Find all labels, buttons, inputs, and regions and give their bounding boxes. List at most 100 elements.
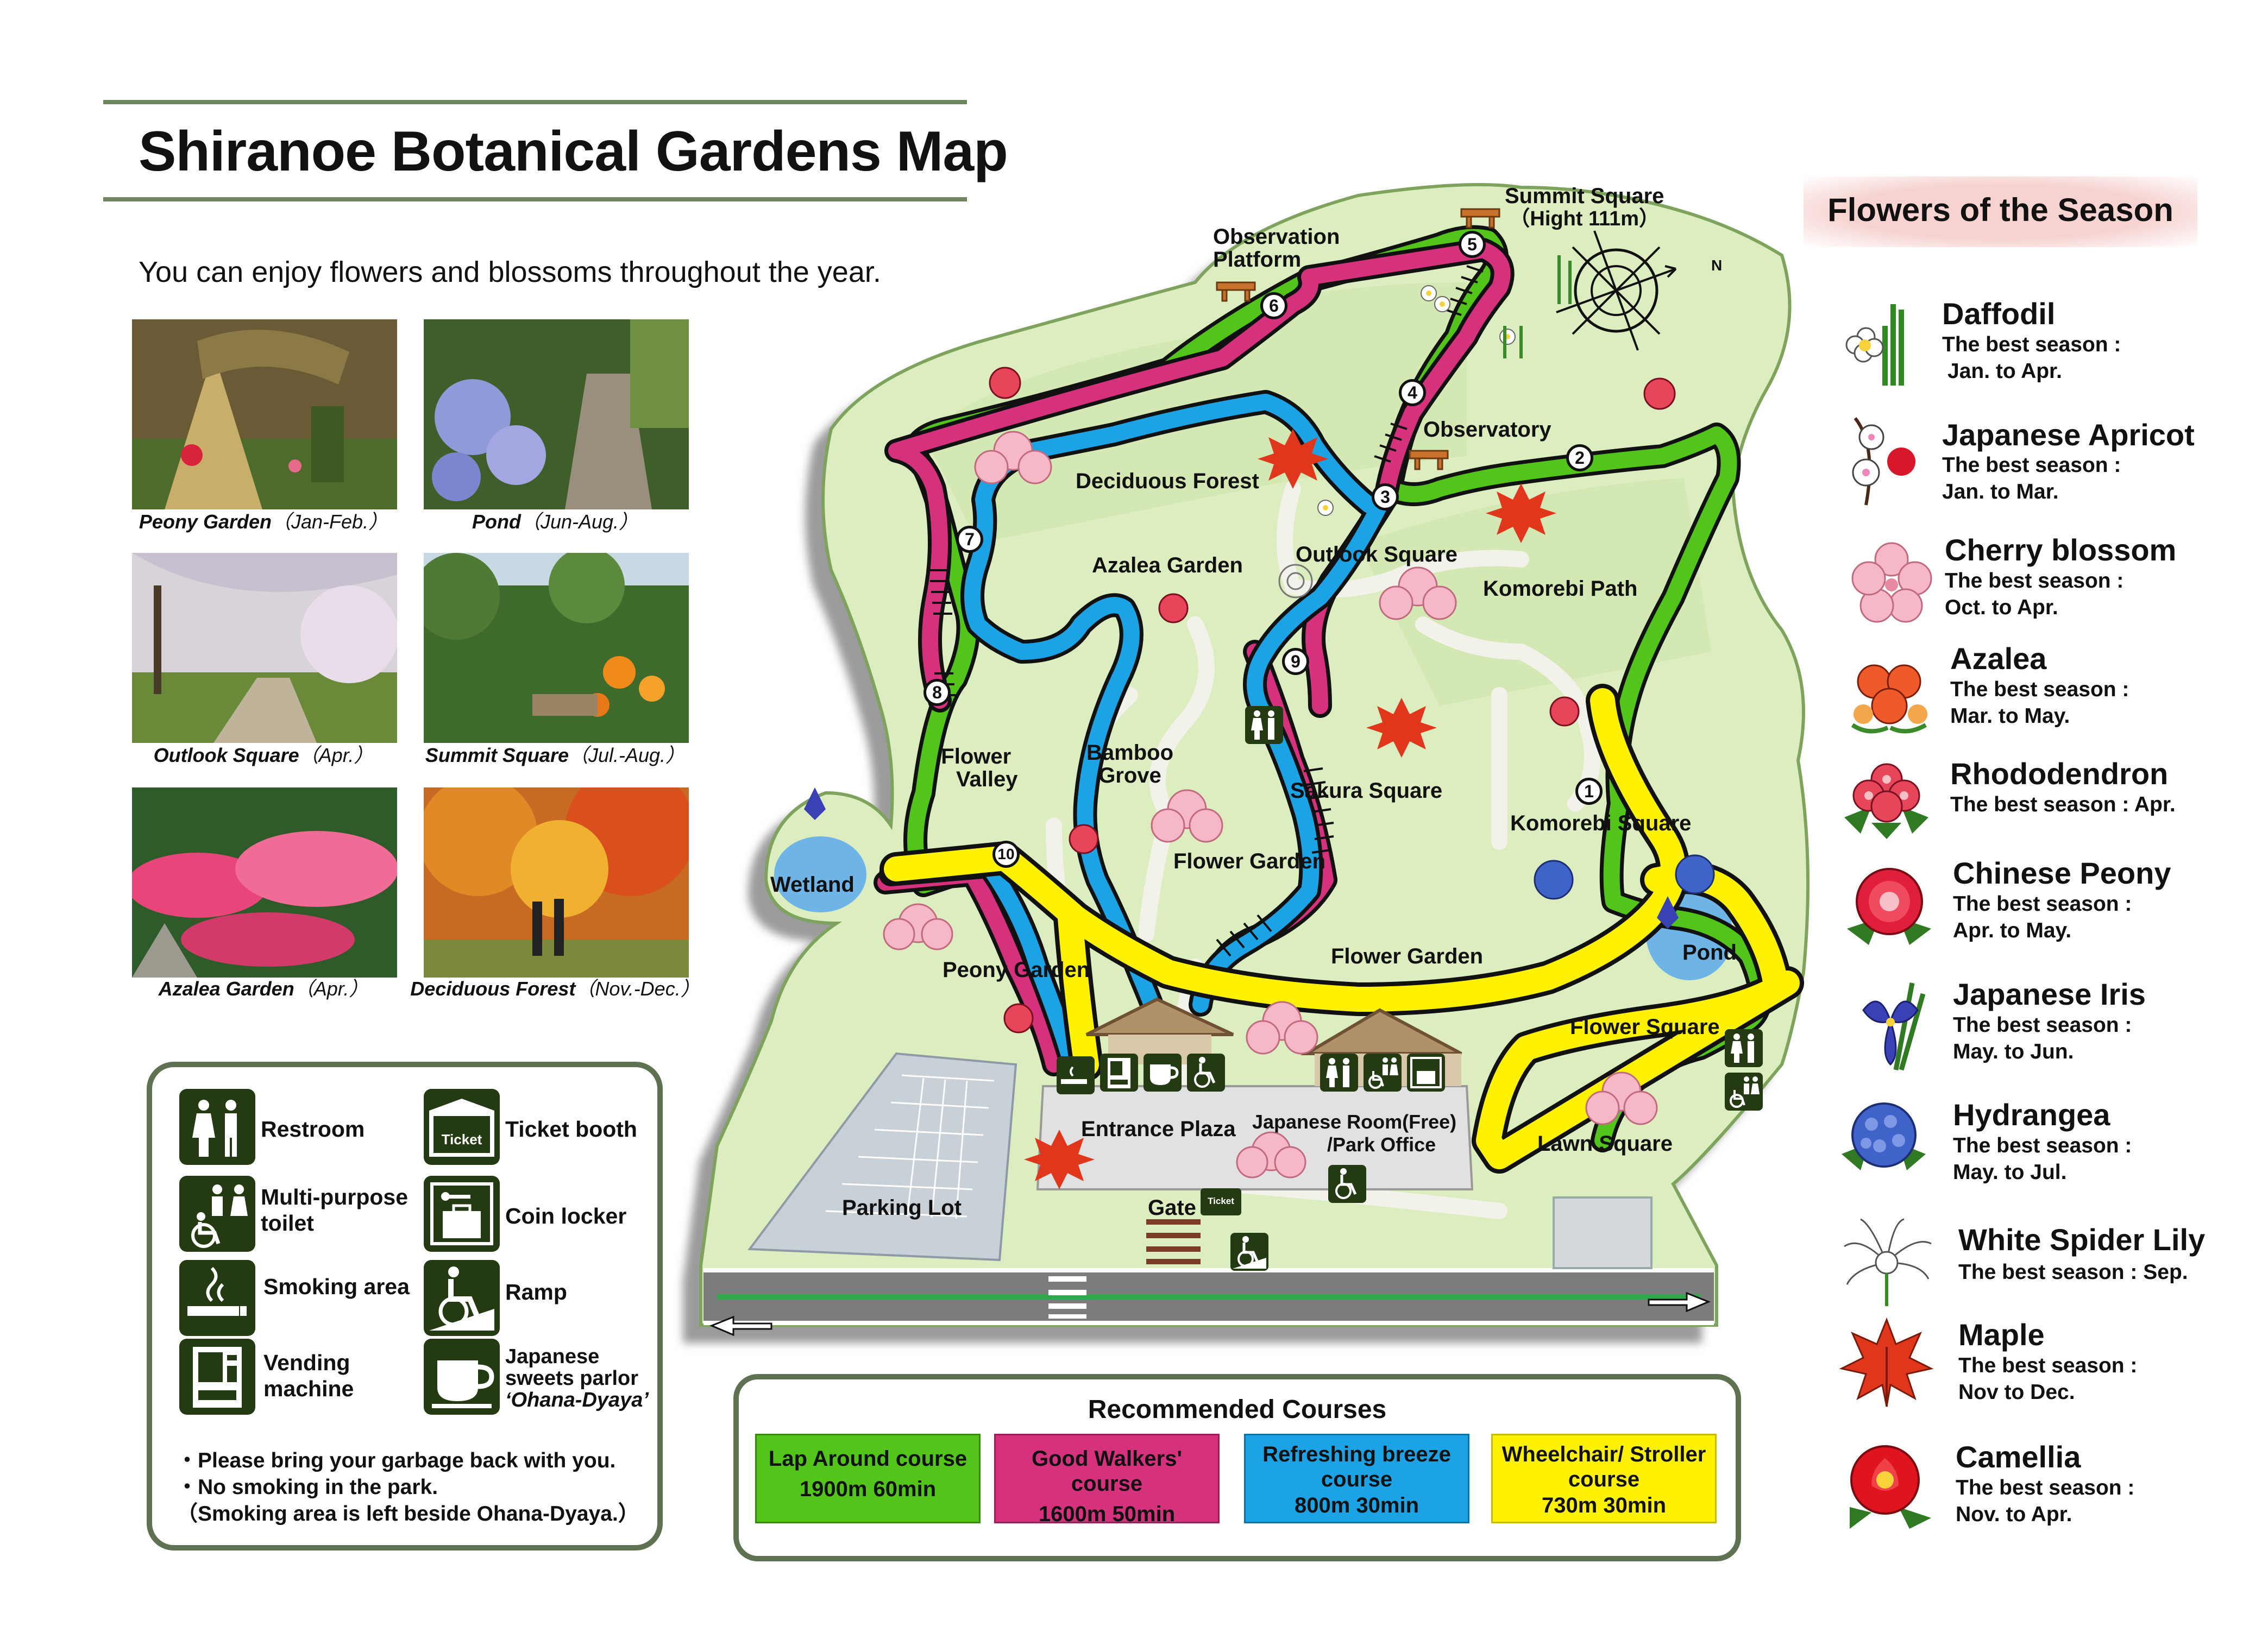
vending-machine-icon — [179, 1339, 255, 1415]
label-summit-square[interactable]: Summit Square（Hight 111m） — [1505, 184, 1664, 230]
flower-name: Azalea — [1950, 641, 2047, 676]
restroom-icon — [179, 1089, 255, 1165]
photo-caption: Deciduous Forest（Nov.-Dec.） — [410, 978, 700, 1000]
compass-north: N — [1711, 257, 1723, 274]
smoking-area-icon — [1057, 1056, 1095, 1094]
label-flower-garden-lower[interactable]: Flower Garden — [1331, 944, 1484, 968]
flower-name: Japanese Apricot — [1942, 418, 2195, 452]
photo-azalea-garden — [132, 787, 397, 978]
notice-smoking-area: （Smoking area is left beside Ohana-Dyaya… — [177, 1502, 639, 1526]
label-outlook-square[interactable]: Outlook Square — [1296, 543, 1457, 566]
legend-ramp-label: Ramp — [505, 1280, 567, 1304]
flower-name: Hydrangea — [1953, 1098, 2110, 1132]
flower-name: Daffodil — [1942, 297, 2056, 331]
summit-bench — [1460, 208, 1500, 218]
label-japanese-room[interactable]: Japanese Room(Free)/Park Office — [1252, 1111, 1457, 1156]
flower-name: Maple — [1958, 1318, 2045, 1352]
gate-ticket-icon: Ticket — [1201, 1188, 1241, 1215]
ticket-booth-icon: Ticket — [424, 1089, 500, 1165]
waypoint-3[interactable]: 3 — [1372, 483, 1399, 510]
camellia-icon — [1839, 1436, 1934, 1531]
waypoint-2[interactable]: 2 — [1566, 444, 1593, 471]
label-deciduous-forest[interactable]: Deciduous Forest — [1076, 469, 1259, 493]
restroom-icon — [1320, 1054, 1358, 1092]
flower-season: The best season : Sep. — [1958, 1260, 2188, 1284]
multi-purpose-toilet-icon — [1364, 1054, 1402, 1092]
label-parking-lot[interactable]: Parking Lot — [842, 1196, 962, 1220]
notice-garbage: ・Please bring your garbage back with you… — [177, 1449, 616, 1472]
label-gate[interactable]: Gate — [1148, 1196, 1196, 1220]
photo-pond — [424, 319, 689, 509]
flower-name: Japanese Iris — [1953, 977, 2146, 1011]
observatory-bench — [1409, 450, 1449, 459]
coin-locker-icon — [1407, 1054, 1445, 1092]
vending-machine-icon — [1100, 1054, 1138, 1092]
flower-season: The best season :Jan. to Apr. — [1942, 333, 2121, 383]
label-entrance-plaza[interactable]: Entrance Plaza — [1081, 1117, 1236, 1141]
ticket-word: Ticket — [441, 1131, 482, 1148]
flower-name: Camellia — [1956, 1440, 2081, 1474]
peony-icon — [1842, 858, 1937, 953]
photo-peony-garden — [132, 319, 397, 509]
flower-name: Chinese Peony — [1953, 856, 2171, 890]
sweets-parlor-icon — [424, 1339, 500, 1415]
page-subtitle: You can enjoy flowers and blossoms throu… — [139, 256, 881, 288]
flower-season: The best season : Apr. — [1950, 793, 2176, 816]
waypoint-8[interactable]: 8 — [923, 679, 951, 706]
photo-caption: Summit Square（Jul.-Aug.） — [425, 744, 686, 766]
waypoint-10[interactable]: 10 — [992, 841, 1020, 868]
label-lawn-square[interactable]: Lawn Square — [1537, 1132, 1673, 1156]
flower-season: The best season :Nov. to Apr. — [1956, 1476, 2135, 1526]
compass-icon — [1556, 230, 1677, 351]
recommended-courses-panel — [733, 1374, 1741, 1561]
rhododendron-icon — [1839, 752, 1934, 847]
flower-season: The best season :Apr. to May. — [1953, 892, 2132, 942]
flower-name: White Spider Lily — [1958, 1222, 2206, 1257]
label-flower-garden-upper[interactable]: Flower Garden — [1173, 849, 1326, 873]
cherry-blossom-icon — [1844, 535, 1939, 630]
label-azalea-garden[interactable]: Azalea Garden — [1092, 553, 1243, 577]
label-komorebi-path[interactable]: Komorebi Path — [1483, 577, 1638, 601]
legend-smoking-area-label: Smoking area — [263, 1274, 410, 1299]
restroom-icon — [1245, 706, 1283, 744]
observation-bench — [1216, 281, 1256, 291]
flower-season: The best season :May. to Jun. — [1953, 1013, 2132, 1063]
label-sakura-square[interactable]: Sakura Square — [1290, 779, 1443, 803]
ramp-icon — [1230, 1233, 1268, 1271]
map-flowers — [804, 255, 1715, 1189]
waypoint-9[interactable]: 9 — [1282, 648, 1309, 675]
label-peony-garden[interactable]: Peony Garden — [943, 958, 1090, 982]
photo-outlook-square — [132, 553, 397, 743]
waypoint-1[interactable]: 1 — [1575, 778, 1603, 805]
season-header-bg — [1804, 177, 2197, 247]
waypoint-5[interactable]: 5 — [1459, 231, 1486, 258]
coin-locker-icon — [424, 1176, 500, 1252]
label-pond[interactable]: Pond — [1682, 941, 1737, 965]
restroom-icon — [1725, 1029, 1763, 1067]
page-title: Shiranoe Botanical Gardens Map — [139, 120, 1008, 183]
photo-summit-square — [424, 553, 689, 743]
label-flower-square[interactable]: Flower Square — [1570, 1015, 1720, 1039]
label-wetland[interactable]: Wetland — [770, 873, 855, 897]
notice-no-smoking: ・No smoking in the park. — [177, 1476, 438, 1499]
apricot-icon — [1833, 413, 1928, 508]
daffodil-icon — [1833, 293, 1928, 388]
waypoint-6[interactable]: 6 — [1260, 292, 1287, 319]
label-komorebi-square[interactable]: Komorebi Square — [1510, 811, 1692, 835]
maple-icon — [1839, 1314, 1934, 1409]
legend-restroom-label: Restroom — [261, 1117, 365, 1142]
waypoint-7[interactable]: 7 — [956, 526, 983, 553]
label-observatory[interactable]: Observatory — [1423, 418, 1551, 442]
waypoint-4[interactable]: 4 — [1399, 379, 1426, 406]
flower-season: The best season :Nov to Dec. — [1958, 1354, 2138, 1404]
